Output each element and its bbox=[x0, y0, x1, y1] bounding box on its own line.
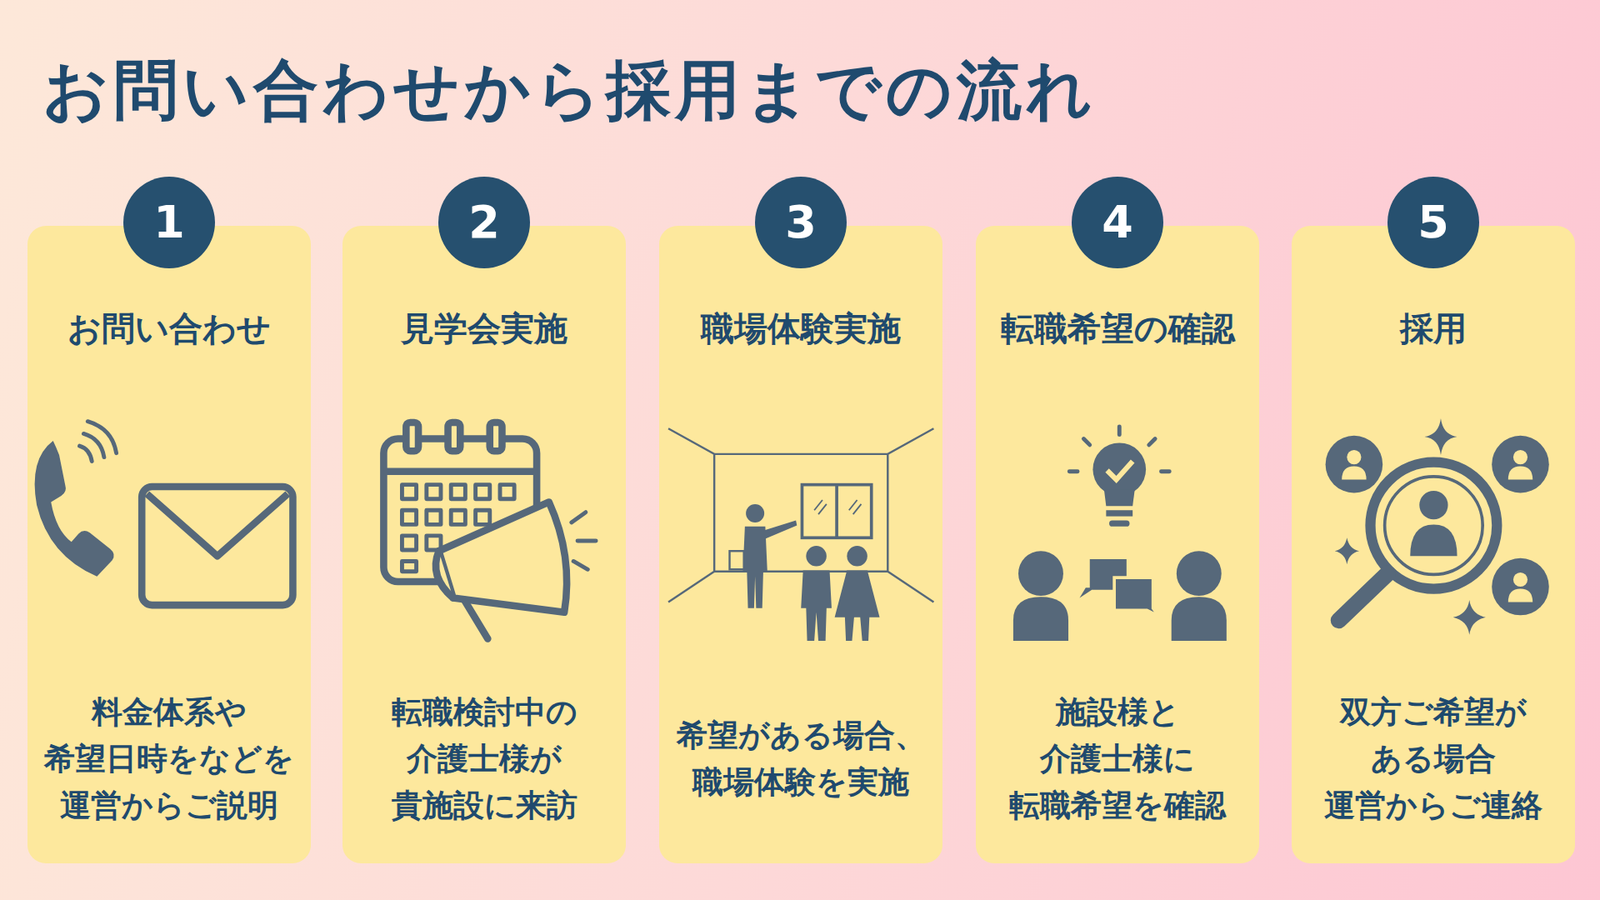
text-slot: 希望がある場合、 職場体験を実施 bbox=[667, 712, 935, 806]
people-icon bbox=[730, 504, 880, 641]
text-slot: 施設様と 介護士様に 転職希望を確認 bbox=[984, 689, 1251, 830]
text-slot: 転職検討中の 介護士様が 貴施設に来訪 bbox=[350, 689, 618, 830]
step-heading: 見学会実施 bbox=[349, 305, 620, 352]
step-number: 4 bbox=[1071, 176, 1164, 269]
step-number: 3 bbox=[755, 176, 847, 269]
step-description: 希望がある場合、 職場体験を実施 bbox=[667, 712, 935, 806]
text-slot: 料金体系や 希望日時をなどを 運営からご説明 bbox=[35, 689, 303, 830]
text-slot: 3 bbox=[755, 176, 847, 269]
step-description: 施設様と 介護士様に 転職希望を確認 bbox=[984, 689, 1251, 830]
sparkles bbox=[1335, 418, 1486, 635]
lightbulb-icon bbox=[1069, 426, 1170, 527]
text-slot: お問い合わせ bbox=[34, 305, 305, 352]
text-slot: 双方ご希望が ある場合 運営からご連絡 bbox=[1300, 689, 1567, 830]
text-slot: 2 bbox=[438, 176, 530, 269]
step-heading: お問い合わせ bbox=[34, 305, 305, 352]
step-number: 5 bbox=[1387, 176, 1480, 269]
step-heading: 転職希望の確認 bbox=[982, 305, 1253, 352]
step-number-circle: 4 bbox=[1071, 176, 1164, 269]
discussion-icon bbox=[1013, 550, 1227, 641]
step-card: 転職希望の確認施設様と 介護士様に 転職希望を確認4 bbox=[975, 225, 1260, 864]
step-heading: 職場体験実施 bbox=[665, 305, 936, 352]
candidate-badges bbox=[1325, 435, 1550, 616]
text-slot: 1 bbox=[123, 176, 215, 269]
step-number-circle: 3 bbox=[755, 176, 847, 269]
step-card: 職場体験実施希望がある場合、 職場体験を実施3 bbox=[659, 225, 943, 864]
step-number: 1 bbox=[123, 176, 215, 269]
text-slot: 職場体験実施 bbox=[665, 305, 936, 352]
text-slot: 転職希望の確認 bbox=[982, 305, 1253, 352]
diagram-title: お問い合わせから採用までの流れ bbox=[42, 51, 1097, 130]
room-icon bbox=[668, 428, 934, 602]
step-description: 料金体系や 希望日時をなどを 運営からご説明 bbox=[35, 689, 303, 830]
phone-icon bbox=[35, 421, 117, 577]
step-description: 双方ご希望が ある場合 運営からご連絡 bbox=[1300, 689, 1567, 830]
megaphone-icon bbox=[435, 501, 596, 639]
step-description: 転職検討中の 介護士様が 貴施設に来訪 bbox=[350, 689, 618, 830]
step-heading: 採用 bbox=[1298, 305, 1569, 352]
text-slot: 5 bbox=[1387, 176, 1480, 269]
step-number-circle: 1 bbox=[123, 176, 215, 269]
text-slot: 見学会実施 bbox=[349, 305, 620, 352]
step-number: 2 bbox=[438, 176, 530, 269]
envelope-icon bbox=[141, 486, 293, 605]
text-slot: 採用 bbox=[1298, 305, 1569, 352]
text-slot: 4 bbox=[1071, 176, 1164, 269]
step-number-circle: 5 bbox=[1387, 176, 1480, 269]
step-number-circle: 2 bbox=[438, 176, 530, 269]
